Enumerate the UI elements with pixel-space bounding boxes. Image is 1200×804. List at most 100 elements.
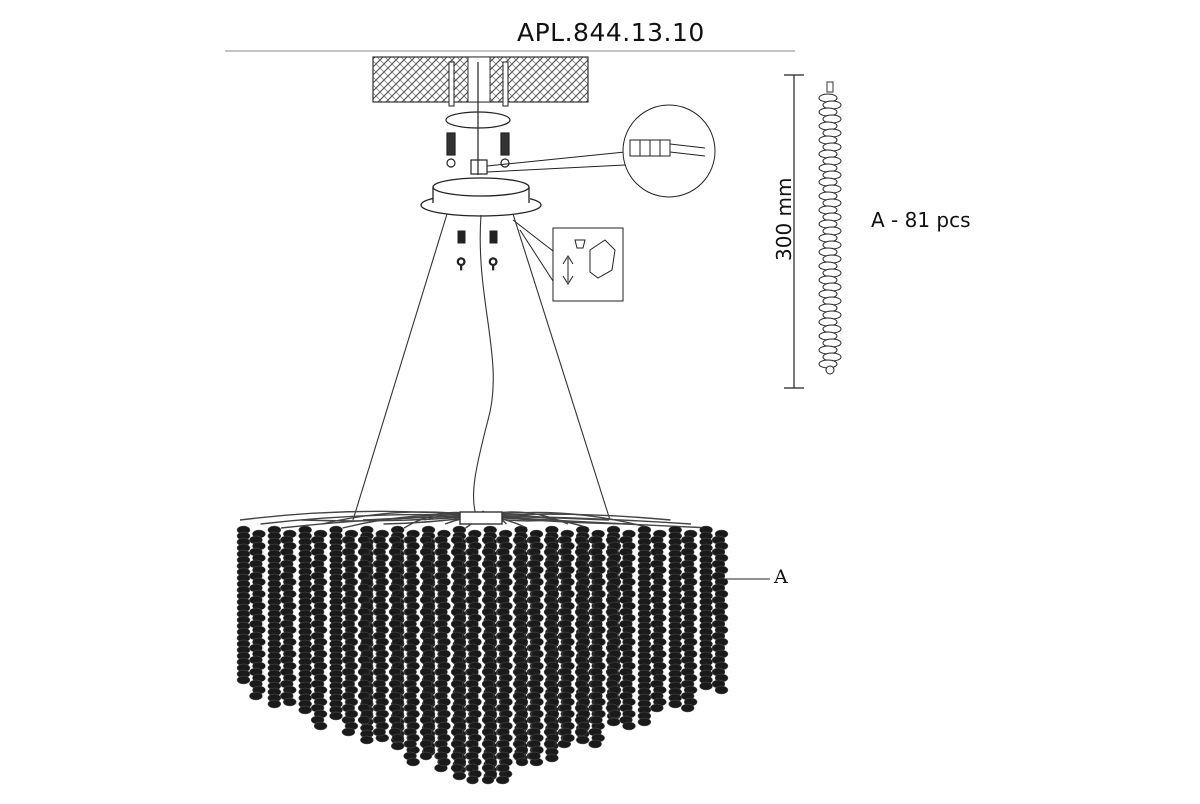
crystal-strand [280, 529, 297, 707]
strand-hook [826, 81, 834, 93]
mounting-hardware [445, 62, 511, 175]
crystal-strand [528, 535, 544, 761]
chandelier-frame [239, 510, 712, 529]
model-number: APL.844.13.10 [517, 18, 705, 47]
frame-arm [480, 515, 712, 529]
crystal-bead [419, 751, 433, 761]
crystal-bead [528, 751, 541, 761]
crystal-bead [680, 703, 695, 713]
crystal-strand [543, 535, 560, 749]
crystal-bead [450, 763, 464, 773]
crystal-bead [699, 681, 713, 691]
ceiling-mount-hatched-icon [372, 56, 589, 107]
crystal-strand [481, 535, 498, 785]
crystal-strand [590, 535, 606, 725]
wire-connector-detail-icon [486, 104, 716, 198]
crystal-bead [606, 717, 621, 727]
crystal-bead [497, 763, 510, 773]
crystal-strand [650, 529, 667, 713]
crystal-strand [357, 535, 374, 725]
crystal-bead [562, 733, 575, 743]
crystal-bead [650, 703, 664, 713]
crystal-bead [590, 715, 603, 725]
crystal-strand [419, 535, 436, 761]
canopy [420, 177, 542, 217]
crystal-bead [406, 757, 420, 767]
crystal-strand-icon [818, 81, 842, 375]
svg-text:⚲: ⚲ [456, 256, 466, 272]
frame-hub [459, 511, 503, 525]
crystal-bead [373, 727, 386, 737]
hand-lift-detail-icon [512, 219, 624, 302]
crystal-strand [574, 535, 591, 737]
suspension-cables [352, 213, 611, 521]
crystal-bead [313, 721, 328, 731]
crystal-strand [512, 535, 529, 767]
crystal-bead [452, 771, 467, 781]
part-count-label: A - 81 pcs [871, 208, 971, 232]
frame-arm [480, 513, 671, 521]
crystal-strand [236, 525, 251, 685]
svg-text:⚲: ⚲ [488, 256, 498, 272]
crystal-bead [668, 699, 682, 709]
crystal-bead [466, 775, 479, 785]
strand-tip [825, 365, 835, 375]
crystal-strand [680, 529, 698, 713]
crystal-strand [637, 525, 652, 727]
crystal-bead [341, 727, 356, 737]
crystal-bead [249, 691, 263, 701]
crystal-bead [391, 733, 405, 743]
crystal-strand [619, 529, 636, 731]
crystal-bead [574, 727, 588, 737]
crystal-bead [588, 739, 602, 749]
crystal-strand [466, 535, 482, 785]
crystal-strand [310, 529, 328, 731]
crystal-bead [357, 715, 371, 725]
crystal-bead [637, 717, 652, 727]
canopy-parts: ⚲ ⚲ [456, 230, 499, 273]
crystal-bead [236, 675, 251, 685]
crystal-bead [360, 735, 374, 745]
crystal-strand [450, 535, 467, 773]
frame-arm [239, 510, 482, 521]
crystal-bead [575, 735, 590, 745]
crystal-strand [373, 535, 389, 737]
crystal-strands [236, 525, 729, 785]
crystal-bead [438, 757, 451, 767]
crystal-strand [342, 535, 358, 719]
dimension-line [784, 74, 804, 389]
callout-label: A [774, 566, 788, 588]
crystal-strand [711, 529, 729, 695]
crystal-bead [298, 705, 312, 715]
crystal-strand [404, 535, 420, 749]
crystal-strand [435, 535, 451, 767]
crystal-strand [388, 535, 405, 743]
crystal-strand [267, 525, 282, 709]
crystal-bead [345, 709, 358, 719]
crystal-strand [249, 529, 266, 701]
crystal-strand [699, 525, 713, 691]
crystal-bead [267, 699, 282, 709]
crystal-strand [668, 525, 682, 709]
dimension-label: 300 mm [772, 177, 796, 262]
crystal-bead [543, 739, 557, 749]
crystal-bead [714, 685, 729, 695]
crystal-bead [329, 711, 343, 721]
crystal-strand [298, 525, 312, 715]
crystal-strand [329, 525, 343, 721]
crystal-bead [390, 741, 405, 751]
crystal-bead [515, 757, 529, 767]
crystal-bead [481, 775, 495, 785]
crystal-strand [559, 535, 575, 743]
crystal-bead [622, 721, 636, 731]
crystal-bead [283, 697, 297, 707]
crystal-bead [608, 709, 622, 719]
crystal-strand [497, 535, 513, 773]
crystal-strand [605, 535, 622, 719]
crystal-bead [545, 753, 559, 763]
frame-arm [480, 515, 692, 525]
crystal-bead [404, 739, 417, 749]
crystal-bead [495, 775, 510, 785]
